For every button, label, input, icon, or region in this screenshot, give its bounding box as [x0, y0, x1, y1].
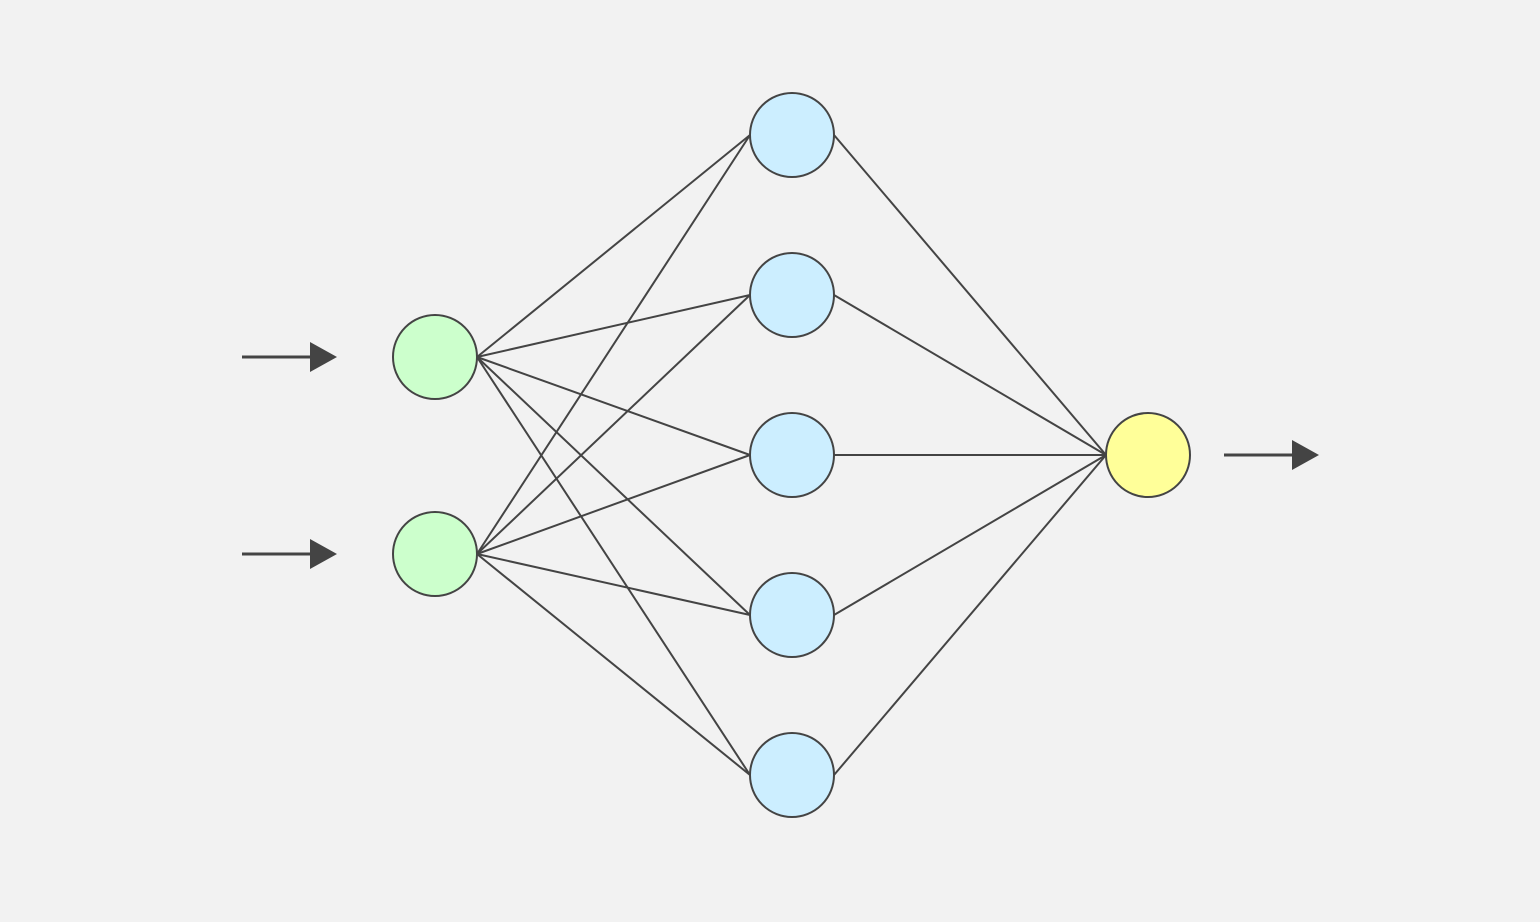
hidden-node-3	[749, 412, 835, 498]
input-node-2	[392, 511, 478, 597]
connection-hidden-4-to-output-1	[833, 454, 1107, 616]
hidden-node-4	[749, 572, 835, 658]
connections	[476, 134, 1107, 776]
input-arrow-2-head	[310, 539, 337, 569]
output-node-1	[1105, 412, 1191, 498]
connection-input-1-to-hidden-4	[476, 356, 751, 616]
connection-input-1-to-hidden-1	[476, 134, 751, 358]
connection-input-1-to-hidden-5	[476, 356, 751, 776]
connection-input-2-to-hidden-4	[476, 553, 751, 616]
hidden-node-5	[749, 732, 835, 818]
output-arrow-1-head	[1292, 440, 1319, 470]
arrows	[242, 342, 1319, 569]
connection-hidden-5-to-output-1	[833, 454, 1107, 776]
connection-input-2-to-hidden-1	[476, 134, 751, 555]
connection-hidden-2-to-output-1	[833, 294, 1107, 456]
hidden-node-2	[749, 252, 835, 338]
nodes	[392, 92, 1191, 818]
connection-input-1-to-hidden-2	[476, 294, 751, 358]
connection-hidden-1-to-output-1	[833, 134, 1107, 456]
connection-input-2-to-hidden-2	[476, 294, 751, 555]
input-arrow-1	[242, 342, 337, 372]
output-arrow-1	[1224, 440, 1319, 470]
connection-input-1-to-hidden-3	[476, 356, 751, 456]
hidden-node-1	[749, 92, 835, 178]
connection-input-2-to-hidden-5	[476, 553, 751, 776]
connection-input-2-to-hidden-3	[476, 454, 751, 555]
input-arrow-2	[242, 539, 337, 569]
input-arrow-1-head	[310, 342, 337, 372]
input-node-1	[392, 314, 478, 400]
